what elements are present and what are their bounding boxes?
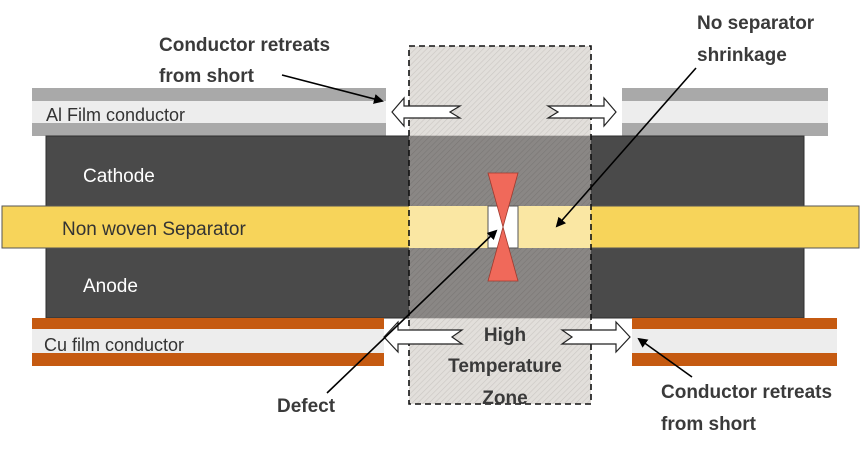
al-film-conductor-right (622, 88, 828, 136)
defect-marker (487, 172, 519, 282)
separator-label: Non woven Separator (62, 219, 246, 240)
callout-no-separator-line2: shrinkage (697, 45, 787, 66)
callout-conductor-retreats-top-line2: from short (159, 66, 255, 87)
cathode-label: Cathode (83, 166, 155, 187)
leader-bottom-right (637, 337, 693, 378)
callout-defect: Defect (277, 396, 336, 417)
al-film-conductor-left (32, 88, 386, 136)
callout-conductor-retreats-bottom-line1: Conductor retreats (661, 382, 832, 403)
zone-label-line2: Temperature (448, 356, 562, 377)
retreat-arrow-top-right (545, 96, 617, 128)
leader-no-separator (555, 67, 697, 228)
zone-label-line3: Zone (482, 388, 527, 409)
leader-top-left (281, 74, 384, 104)
retreat-arrow-bottom-right (560, 320, 631, 354)
callout-conductor-retreats-top-line1: Conductor retreats (159, 35, 330, 56)
callout-conductor-retreats-bottom-line2: from short (661, 414, 757, 435)
zone-label-line1: High (484, 325, 526, 346)
callout-no-separator-line1: No separator (697, 13, 815, 34)
anode-label: Anode (83, 276, 138, 297)
al-film-label: Al Film conductor (46, 105, 185, 125)
leader-defect (326, 229, 498, 394)
cu-film-conductor-right (632, 318, 837, 366)
retreat-arrow-top-left (391, 96, 463, 128)
cu-film-conductor-left (32, 318, 384, 366)
cu-film-label: Cu film conductor (44, 335, 184, 355)
